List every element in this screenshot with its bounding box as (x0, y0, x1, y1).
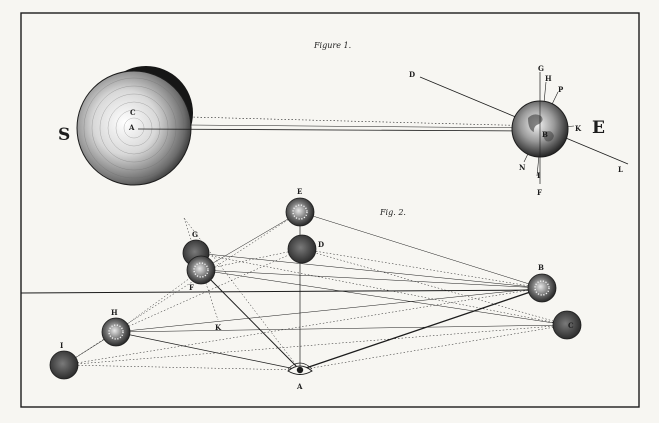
eye-icon (287, 362, 313, 375)
sight-lines (63, 212, 568, 371)
planet-B (527, 273, 557, 303)
label-E-earth: E (592, 118, 605, 138)
sun-earth-line (137, 128, 541, 132)
planet-D (287, 234, 317, 264)
label-B-fig1: B (542, 130, 548, 139)
figure-2-caption: Fig. 2. (379, 208, 406, 217)
label-H-fig1: H (545, 74, 552, 83)
label-D-fig2: D (318, 240, 324, 249)
lines-from-B (63, 211, 543, 366)
sun-earth-dotted-line (189, 116, 541, 127)
planet-E (285, 197, 315, 227)
sun-body (76, 66, 193, 186)
figure-1: Figure 1. S C A (58, 41, 629, 197)
label-G-fig1: G (538, 64, 544, 73)
figure-2: Fig. 2. (49, 187, 582, 391)
plate-border (20, 12, 640, 408)
label-P-fig1: P (558, 85, 564, 94)
sun-engraving-rings (83, 77, 185, 179)
label-C-fig2: C (568, 321, 574, 330)
planet-F (186, 255, 216, 285)
label-K-fig1: K (575, 124, 582, 133)
label-F-fig2: F (189, 283, 194, 292)
horizon-line (20, 289, 546, 294)
sun-earth-tangent (189, 124, 541, 129)
label-A-sun: A (128, 123, 135, 132)
planet-I (49, 350, 79, 380)
label-N-fig1: N (519, 163, 526, 172)
planet-C (552, 310, 582, 340)
figure-1-caption: Figure 1. (313, 41, 351, 50)
planet-H (101, 317, 131, 347)
label-A-fig2: A (296, 382, 303, 391)
label-B-fig2: B (538, 263, 544, 272)
label-I-fig1: I (537, 171, 540, 180)
earth-body (511, 100, 569, 158)
label-D-fig1: D (409, 70, 415, 79)
label-E-fig2: E (297, 187, 302, 196)
label-C: C (130, 108, 136, 117)
label-L-fig1: L (618, 165, 623, 174)
label-S: S (58, 125, 70, 145)
label-H-fig2: H (111, 308, 118, 317)
label-G-fig2: G (192, 230, 198, 239)
label-I-fig2: I (60, 341, 63, 350)
planet-lines (63, 211, 303, 366)
label-F-fig1: F (537, 188, 542, 197)
label-K-fig2: K (215, 323, 222, 332)
lines-from-C (63, 248, 568, 366)
